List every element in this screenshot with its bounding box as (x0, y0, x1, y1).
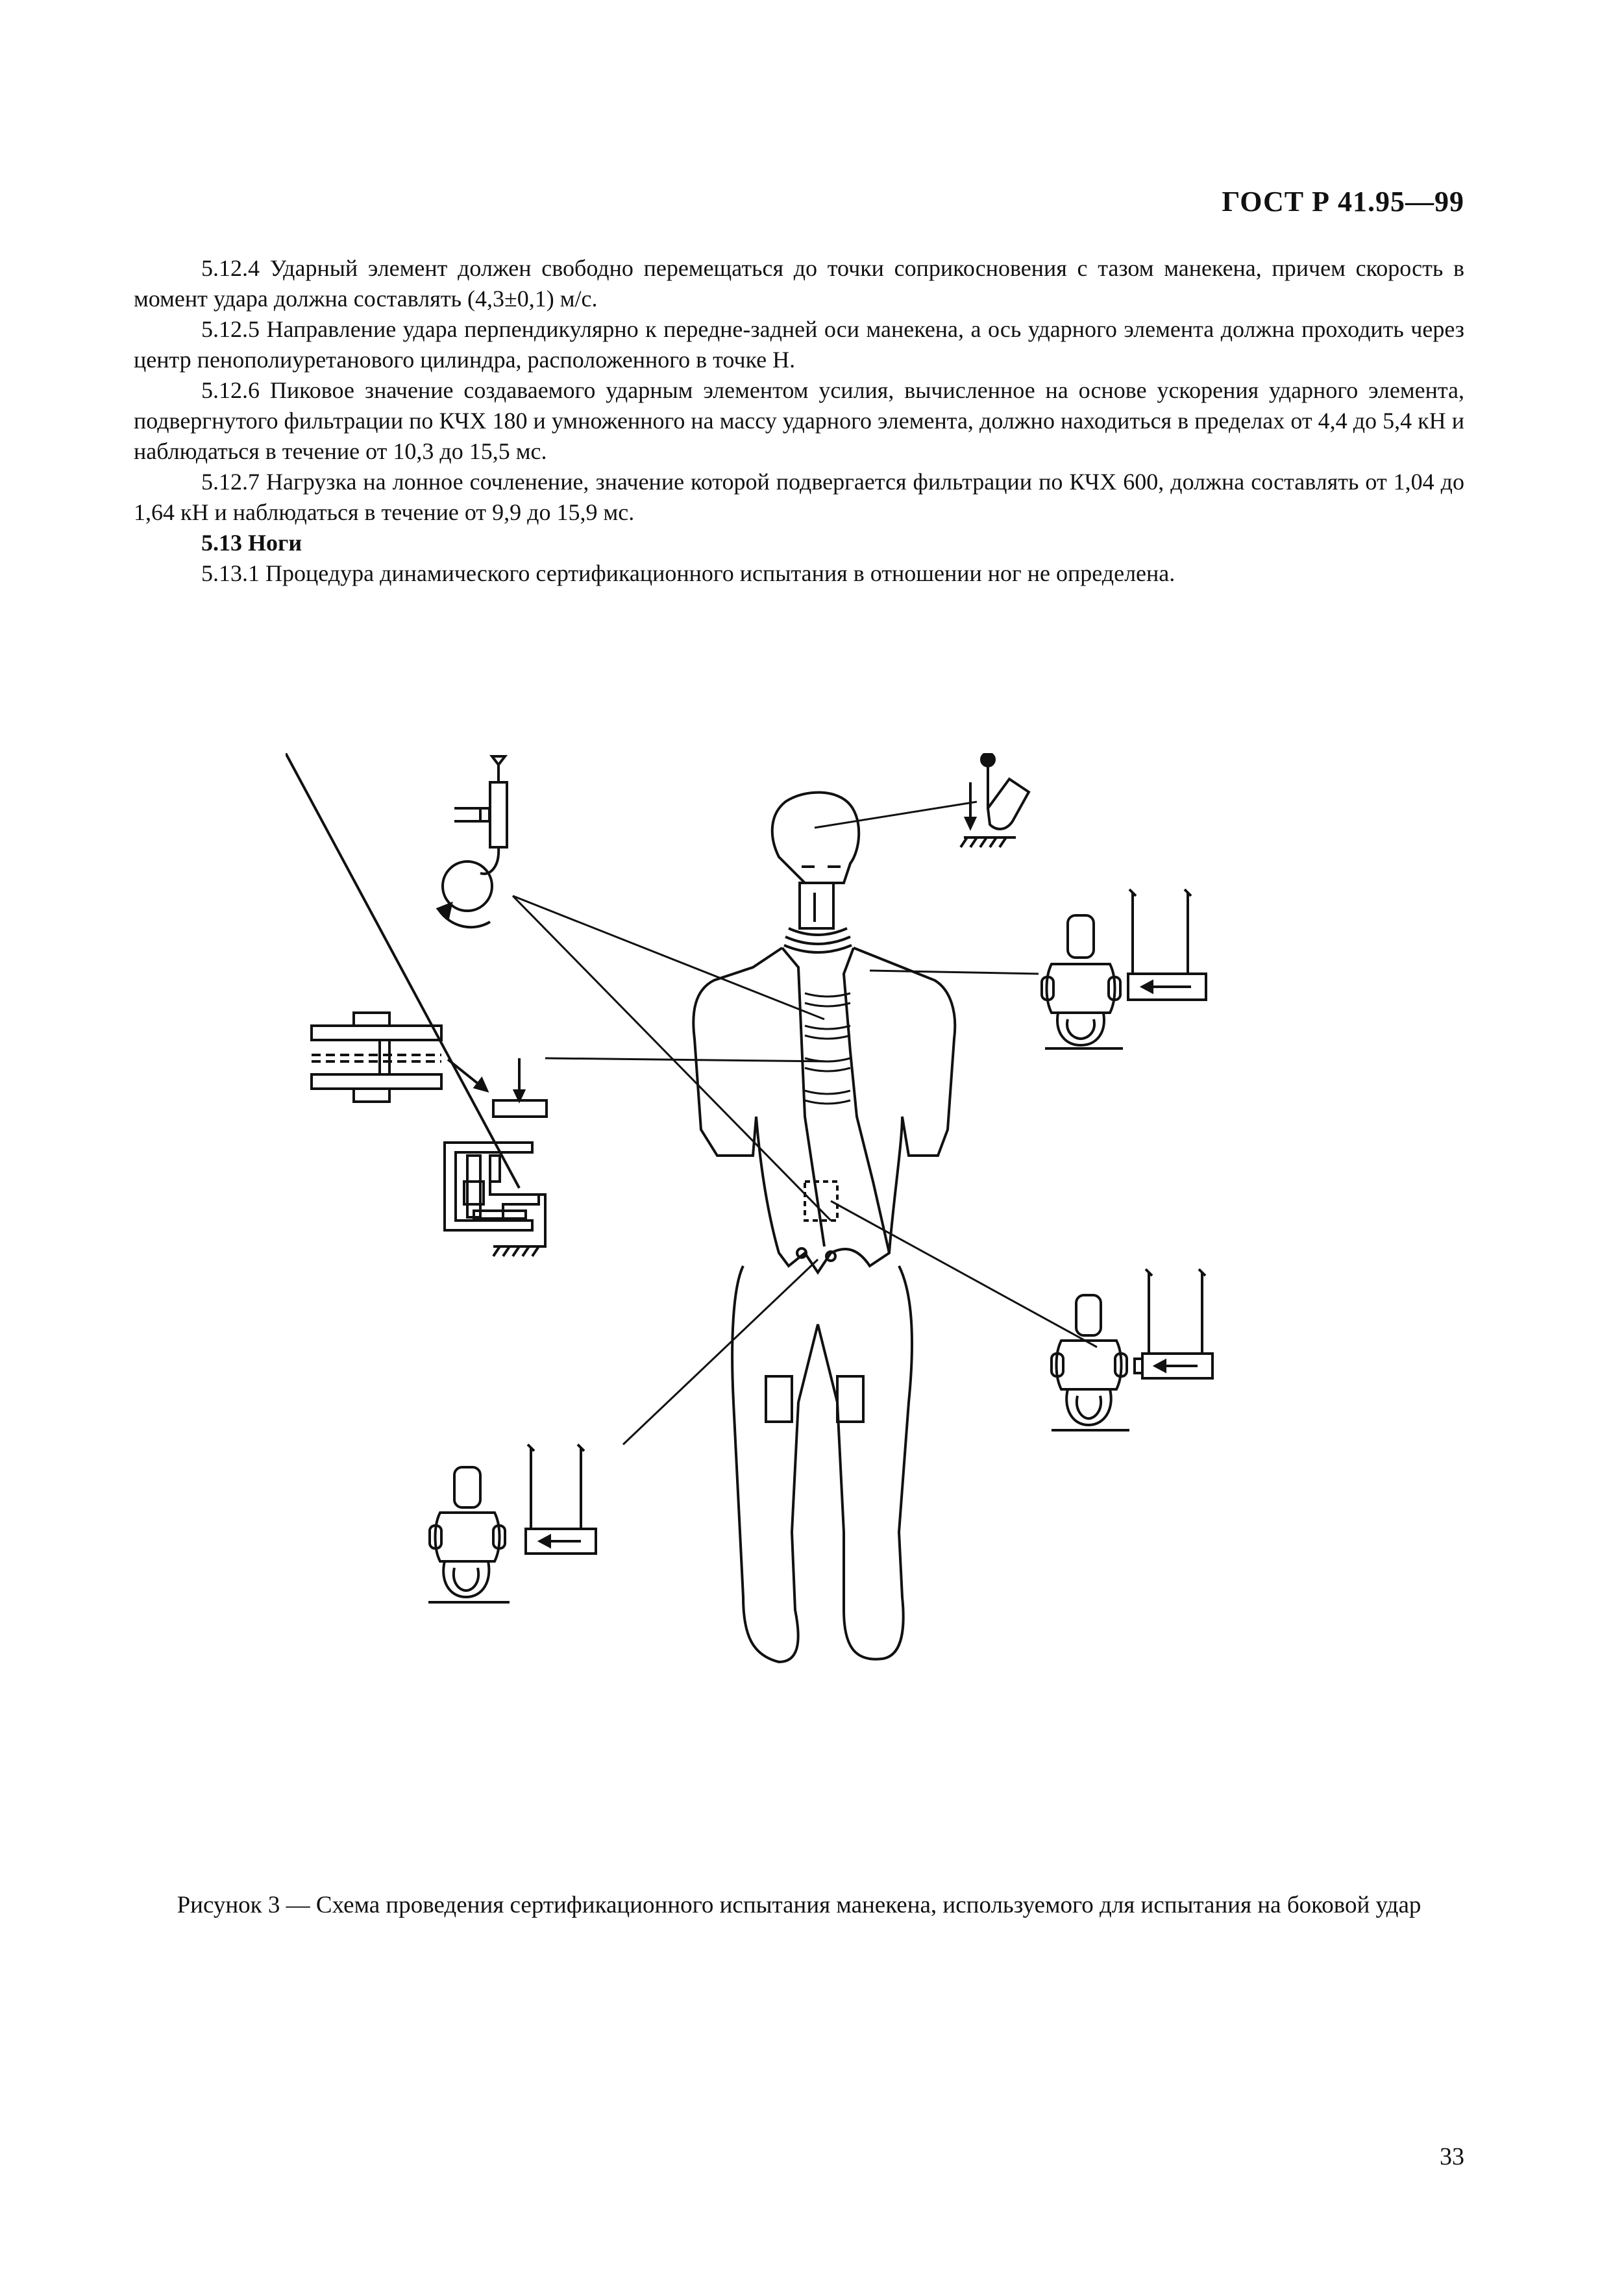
dummy-figure (692, 791, 957, 1664)
dummy-head (770, 791, 861, 884)
leader-lines (511, 800, 1098, 1446)
paragraph-5-12-7: 5.12.7 Нагрузка на лонное сочленение, зн… (134, 469, 1464, 525)
dummy-jaw (798, 882, 835, 930)
dummy-legs (731, 1265, 913, 1664)
pelvis-impact-test (428, 1443, 597, 1604)
document-code: ГОСТ Р 41.95—99 (1222, 186, 1464, 217)
dummy-ribs (804, 992, 851, 1105)
thorax-pendulum-test (284, 752, 548, 1258)
figure-caption: Рисунок 3 — Схема проведения сертификаци… (177, 1892, 1421, 1918)
figure-3-diagram (284, 752, 1324, 1805)
section-heading-legs: 5.13 Ноги (201, 530, 302, 556)
shoulder-impact-test (1040, 888, 1207, 1050)
paragraph-5-13-1: 5.13.1 Процедура динамического сертифика… (201, 560, 1175, 586)
page-number: 33 (1440, 2143, 1464, 2170)
pelvis-sensor-box (804, 1180, 839, 1222)
dummy-neck (783, 927, 852, 954)
dummy-certification-scheme (284, 752, 1214, 1664)
head-drop-test (959, 752, 1031, 849)
knee-pad-right (836, 1375, 865, 1423)
paragraph-5-12-5: 5.12.5 Направление удара перпендикулярно… (134, 316, 1464, 373)
body-text: 5.12.4 Ударный элемент должен свободно п… (134, 253, 1464, 589)
knee-pad-left (765, 1375, 793, 1423)
abdomen-impact-test (1050, 1268, 1214, 1431)
dummy-jacket (692, 947, 957, 1275)
neck-pendulum-test (436, 755, 508, 929)
paragraph-5-12-6: 5.12.6 Пиковое значение создаваемого уда… (134, 377, 1464, 464)
paragraph-5-12-4: 5.12.4 Ударный элемент должен свободно п… (134, 255, 1464, 312)
